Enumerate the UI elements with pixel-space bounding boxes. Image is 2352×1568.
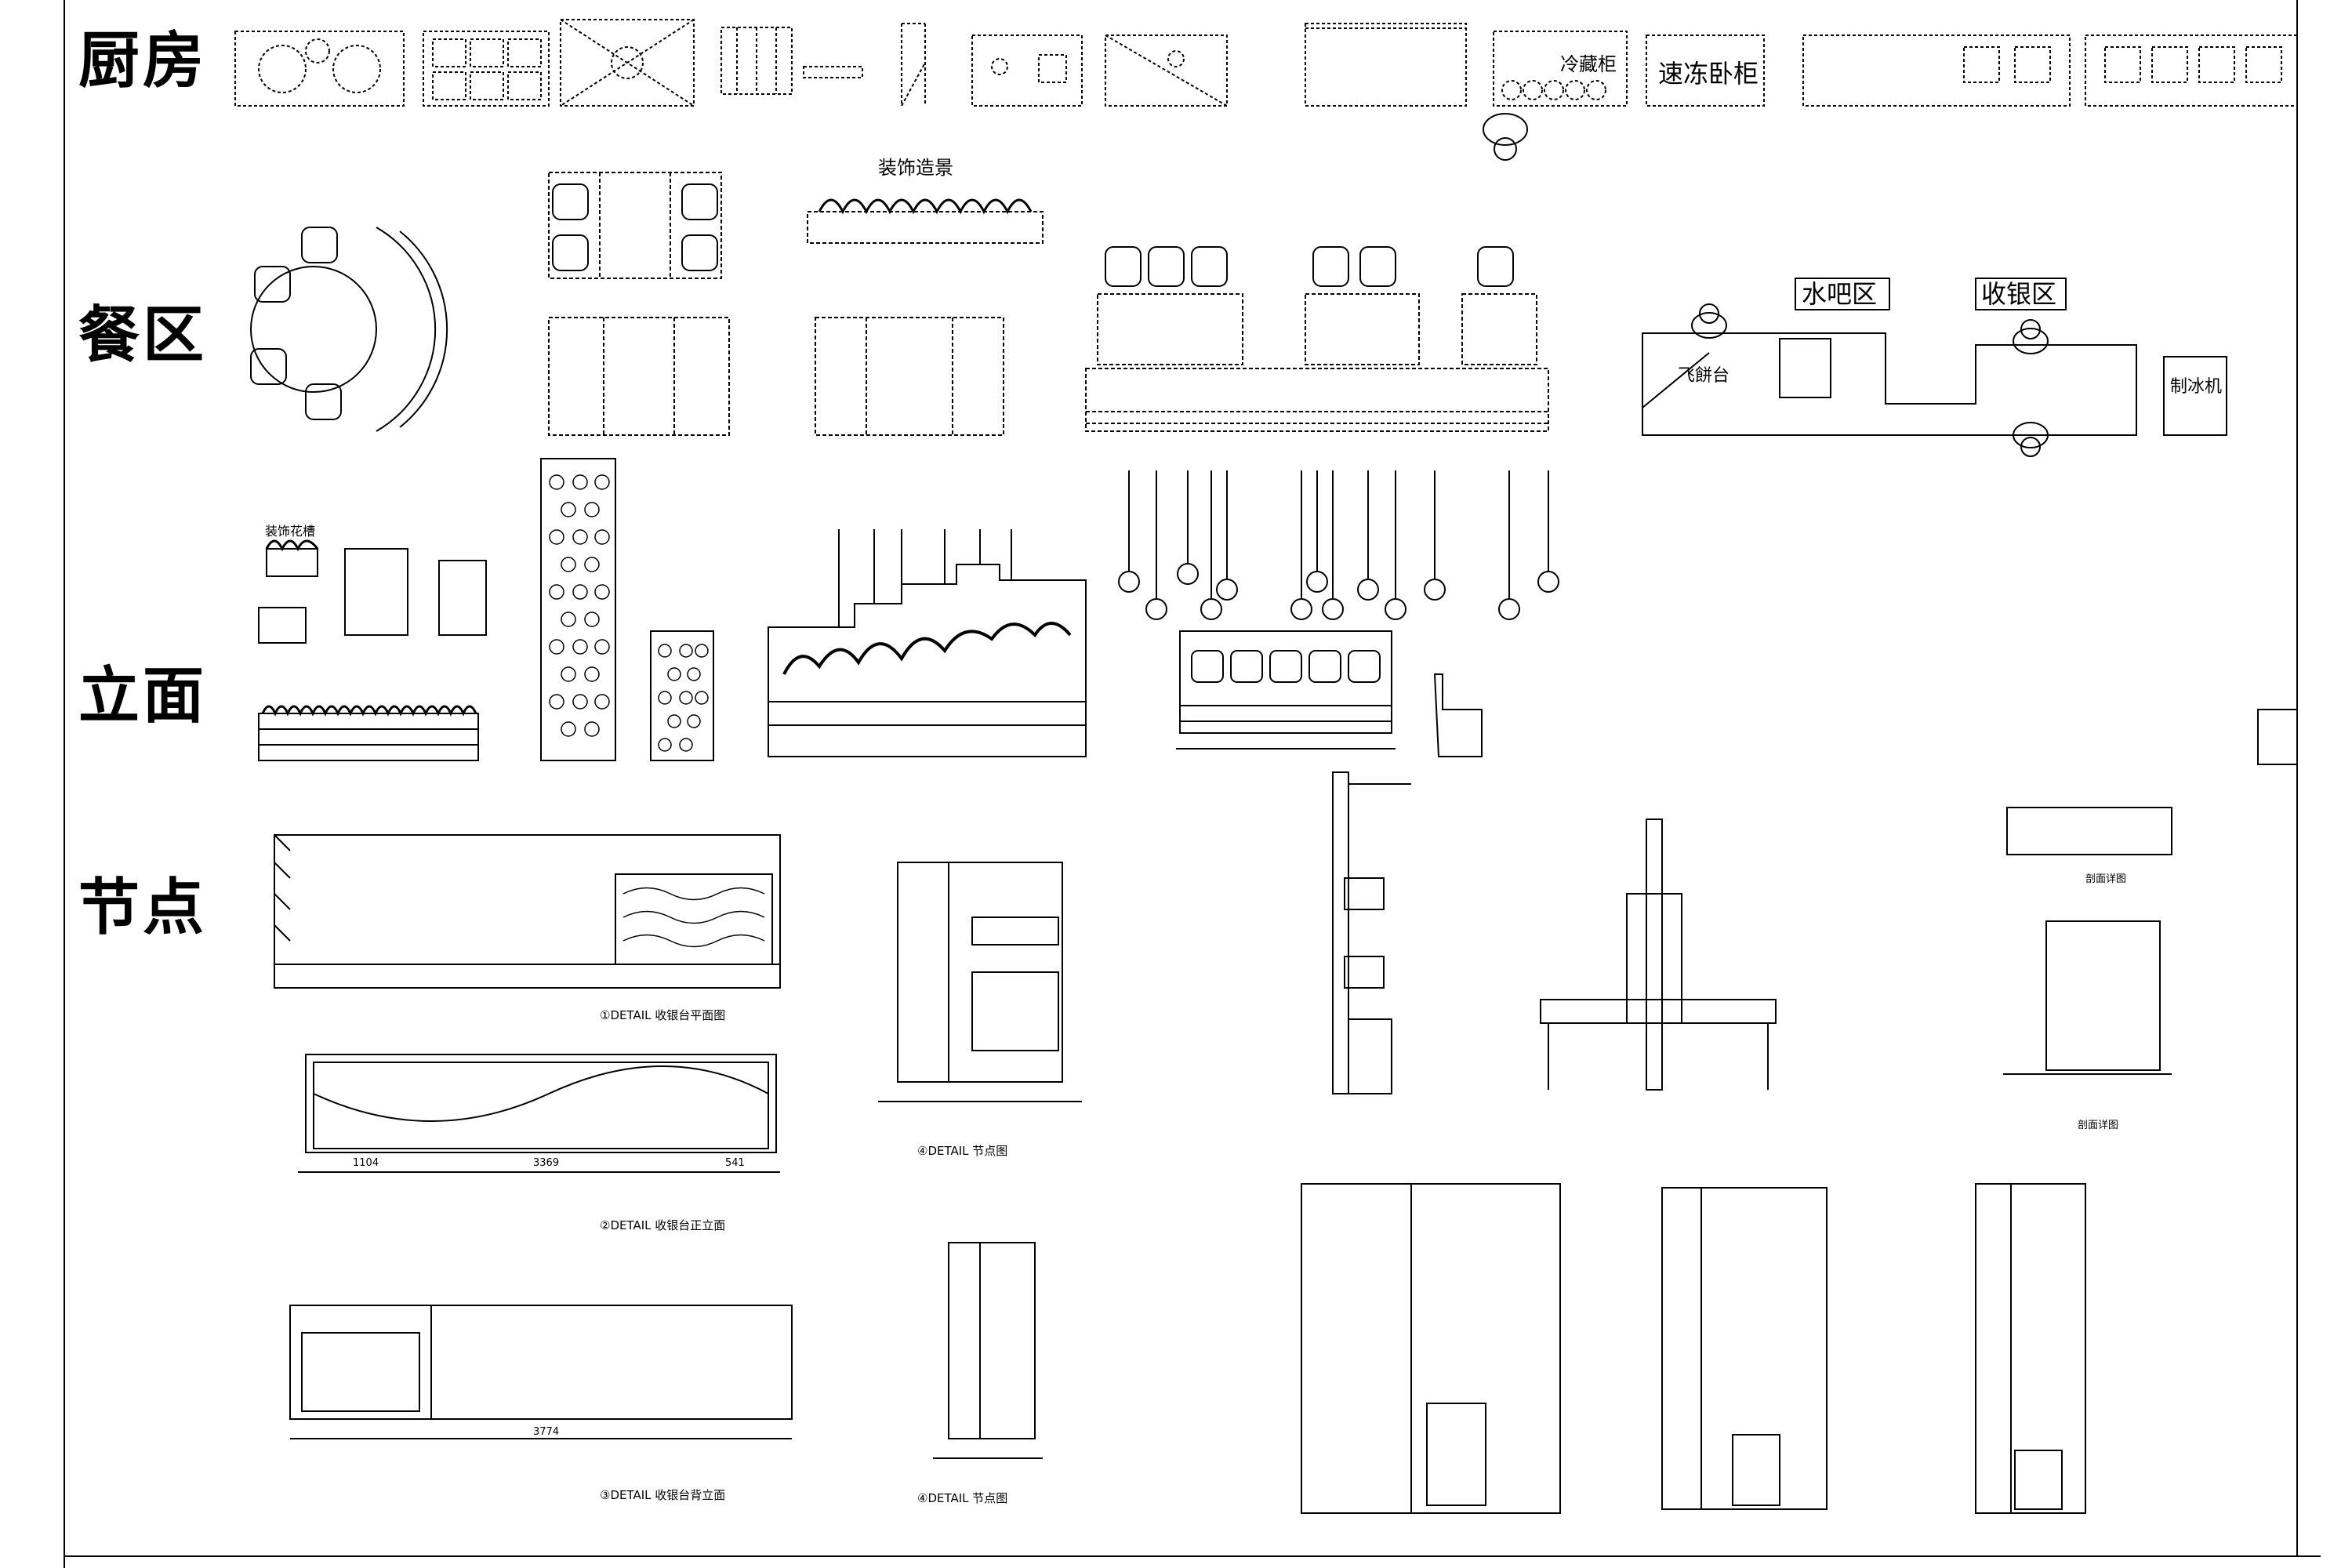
kitchen-equipment-row xyxy=(234,19,2298,107)
bar-label: 水吧区 xyxy=(1802,279,1877,309)
section-elevation: 立面 xyxy=(78,661,208,731)
cashier-plan-detail xyxy=(274,834,781,989)
green-wall-elevation xyxy=(768,529,1087,757)
range-symbol xyxy=(423,31,550,107)
pass-rack-symbol xyxy=(901,23,926,107)
wok-station-symbol xyxy=(560,19,695,107)
cashier-back-elevation xyxy=(289,1305,793,1439)
planter-boxes xyxy=(258,539,487,644)
dim-b: 541 xyxy=(725,1157,745,1169)
detail-1-caption: ①DETAIL 收银台平面图 xyxy=(600,1008,725,1022)
detail-drawings xyxy=(274,771,2172,1514)
detail-4b-caption: ④DETAIL 节点图 xyxy=(917,1491,1007,1505)
edge-fragment xyxy=(2257,709,2298,765)
node-section-b xyxy=(933,1242,1043,1459)
cashier-label-box xyxy=(1975,278,2067,310)
steamer-symbol xyxy=(720,27,793,95)
detail-4a-caption: ④DETAIL 节点图 xyxy=(917,1144,1007,1158)
right-section-caption: 剖面详图 xyxy=(2078,1120,2118,1131)
seat-profile xyxy=(1433,673,1483,757)
worktable-symbol xyxy=(1305,23,1467,107)
chef-figure xyxy=(1483,113,1528,161)
wall-section-4 xyxy=(1975,1183,2086,1514)
booth-table-plan xyxy=(548,317,730,436)
wall-section-1 xyxy=(1332,771,1411,1094)
section-dining: 餐区 xyxy=(78,300,208,371)
freezer-label: 速冻卧柜 xyxy=(1658,59,1759,89)
decor-planter-plan xyxy=(807,198,1044,244)
dining-plans xyxy=(250,172,2227,457)
cashier-counter-plan xyxy=(1642,332,2227,436)
section-kitchen: 厨房 xyxy=(78,26,208,96)
four-seat-table-plan xyxy=(548,172,722,279)
section-node: 节点 xyxy=(78,873,208,943)
round-table-plan xyxy=(250,227,448,432)
elevation-drawings xyxy=(258,458,2298,765)
dim-c: 3774 xyxy=(533,1426,559,1438)
booth-table-plan-2 xyxy=(815,317,1004,436)
fridge-symbol xyxy=(1493,31,1628,107)
node-section-a xyxy=(878,862,1082,1102)
shelf-symbol xyxy=(803,66,863,78)
wall-section-2 xyxy=(1301,1183,1561,1514)
bar-stools xyxy=(1105,246,1514,287)
staff-figures xyxy=(1691,303,2049,457)
dim-total: 3369 xyxy=(533,1157,559,1169)
planter-wall-elevation xyxy=(258,705,479,761)
right-section-caption-2: 剖面详图 xyxy=(2085,873,2126,885)
fridge-label: 冷藏柜 xyxy=(1560,53,1617,75)
pass-counter-label: 飞餅台 xyxy=(1678,366,1730,386)
cashier-front-elevation xyxy=(298,1054,780,1173)
dim-a: 1104 xyxy=(353,1157,379,1169)
wall-section-3 xyxy=(1661,1187,1828,1510)
detail-2-caption: ②DETAIL 收银台正立面 xyxy=(600,1218,725,1232)
sink-unit-symbol xyxy=(971,34,1083,107)
planter-label: 装饰花槽 xyxy=(265,524,315,539)
pendant-lights xyxy=(1118,470,1559,620)
sink-section xyxy=(2003,807,2172,1075)
sink-bank-symbol xyxy=(2085,34,2298,107)
fryer-symbol xyxy=(1105,34,1228,107)
decor-label: 装饰造景 xyxy=(878,157,953,179)
detail-3-caption: ③DETAIL 收银台背立面 xyxy=(600,1488,725,1502)
freezer-symbol xyxy=(1646,34,1765,107)
hex-screen-tall xyxy=(540,458,616,761)
bar-counter-plan xyxy=(1085,293,1549,432)
cashier-label: 收银区 xyxy=(1981,279,2056,309)
sheet-border xyxy=(64,0,2321,1568)
prep-counter-symbol xyxy=(1802,34,2071,107)
table-chairs xyxy=(552,183,718,271)
ice-machine-label: 制冰机 xyxy=(2170,377,2222,397)
bar-label-box xyxy=(1795,278,1890,310)
hex-screen-short xyxy=(650,630,714,761)
stove-symbol xyxy=(234,31,405,107)
banquette-section xyxy=(1540,818,1777,1091)
booth-elevation xyxy=(1176,630,1396,750)
